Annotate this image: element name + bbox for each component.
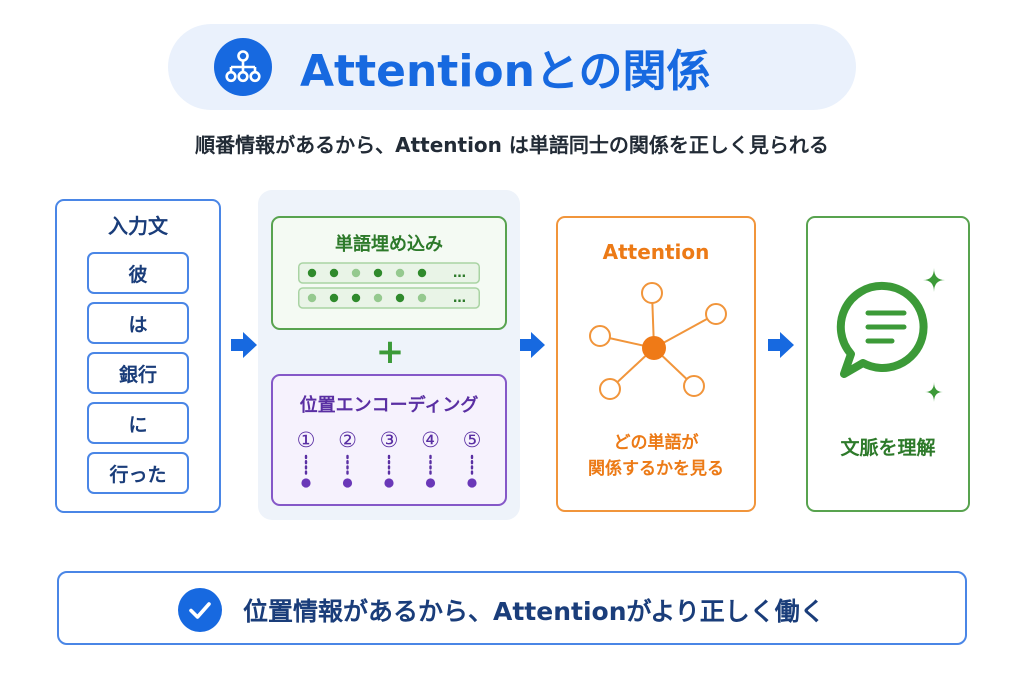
attention-caption-line2: 関係するかを見る bbox=[588, 459, 724, 479]
position-number: ② bbox=[338, 428, 357, 452]
word-box: 彼 bbox=[87, 252, 189, 294]
position-number: ① bbox=[297, 428, 316, 452]
embedding-dot bbox=[395, 268, 405, 278]
summary-text: 位置情報があるから、Attentionがより正しく働く bbox=[243, 597, 825, 626]
positional-encoding-title: 位置エンコーディング bbox=[299, 395, 479, 416]
word-box: 銀行 bbox=[87, 352, 189, 394]
embedding-dot bbox=[329, 268, 339, 278]
embedding-ellipsis: … bbox=[453, 291, 466, 306]
position-dot bbox=[342, 478, 353, 488]
embedding-dot bbox=[307, 293, 317, 303]
embedding-dot bbox=[373, 293, 383, 303]
context-caption: 文脈を理解 bbox=[840, 437, 936, 459]
title-pill bbox=[168, 24, 856, 110]
page-title: Attentionとの関係 bbox=[300, 46, 711, 97]
position-dot bbox=[384, 478, 394, 488]
position-number: ⑤ bbox=[463, 428, 482, 452]
right-arrow-icon bbox=[231, 332, 257, 358]
network-hierarchy-icon bbox=[214, 38, 272, 96]
embedding-dot bbox=[417, 268, 427, 278]
embedding-dot bbox=[417, 293, 427, 303]
input-sentence-title: 入力文 bbox=[108, 214, 168, 238]
word-box: は bbox=[87, 302, 189, 344]
embedding-dot bbox=[307, 268, 317, 278]
right-arrow-icon bbox=[768, 332, 794, 358]
embedding-vectors: … … bbox=[298, 262, 480, 309]
embedding-dot bbox=[373, 268, 383, 278]
speech-bubble-icon bbox=[836, 268, 945, 402]
sparkle-icon bbox=[925, 382, 943, 402]
plus-sign: + bbox=[375, 332, 405, 372]
embedding-dot bbox=[329, 293, 339, 303]
sparkle-icon bbox=[923, 268, 945, 292]
attention-hub-icon bbox=[589, 282, 727, 400]
embedding-dot bbox=[351, 293, 361, 303]
position-dot bbox=[301, 478, 311, 488]
attention-panel bbox=[556, 216, 756, 512]
attention-caption-line1: どの単語が bbox=[613, 433, 699, 453]
page-subtitle: 順番情報があるから、Attention は単語同士の関係を正しく見られる bbox=[195, 133, 829, 157]
word-box: 行った bbox=[87, 452, 189, 494]
position-number: ③ bbox=[380, 428, 399, 452]
embedding-dot bbox=[351, 268, 361, 278]
embedding-ellipsis: … bbox=[453, 266, 466, 281]
position-dot bbox=[425, 478, 436, 488]
embedding-dot bbox=[395, 293, 405, 303]
attention-title: Attention bbox=[602, 240, 710, 264]
position-dot bbox=[467, 478, 477, 488]
word-box: に bbox=[87, 402, 189, 444]
check-circle-icon bbox=[178, 588, 222, 632]
word-embedding-title: 単語埋め込み bbox=[335, 234, 443, 255]
position-number: ④ bbox=[421, 428, 440, 452]
right-arrow-icon bbox=[519, 332, 545, 358]
